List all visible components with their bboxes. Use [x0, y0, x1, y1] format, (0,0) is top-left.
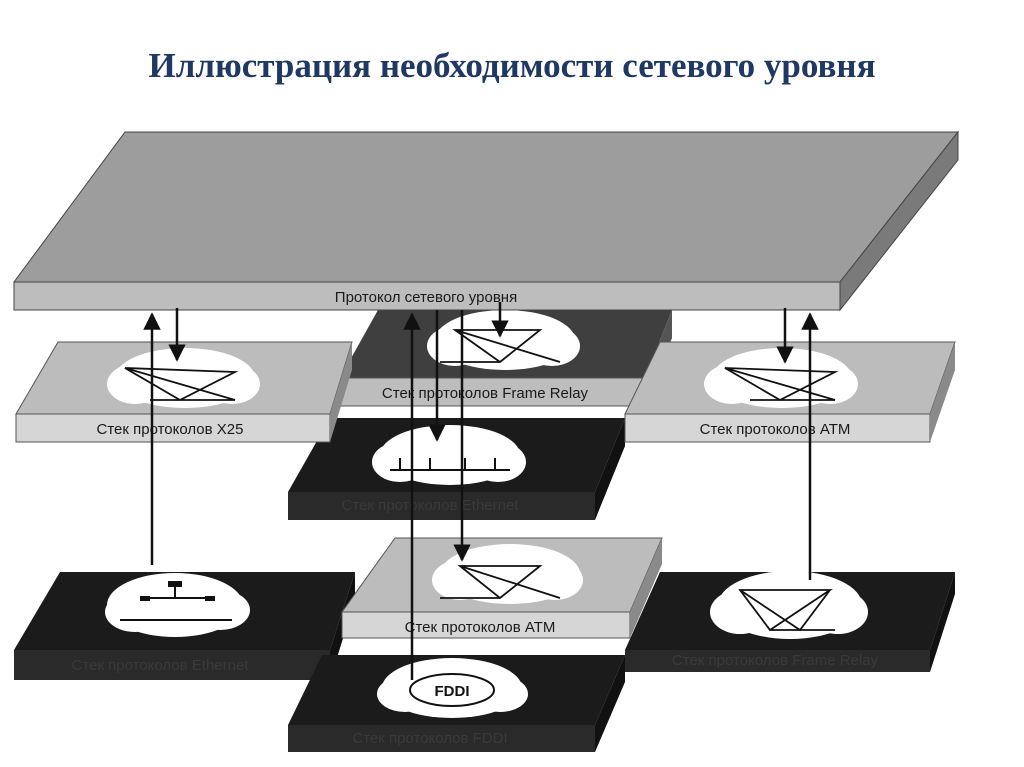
atm-top-label: Стек протоколов АТМ: [700, 421, 851, 438]
network-layer-label: Протокол сетевого уровня: [335, 289, 517, 306]
frame-relay-top-cloud: [427, 310, 580, 370]
ethernet-bottom-stack: Стек протоколов Ethernet: [14, 572, 355, 680]
frame-relay-bottom-label: Стек протоколов Frame Relay: [672, 652, 879, 669]
atm-bottom-cloud: [432, 544, 583, 604]
atm-top-cloud: [704, 348, 858, 408]
x25-label: Стек протоколов X25: [97, 421, 244, 438]
ethernet-mid-stack: Стек протоколов Ethernet: [288, 418, 625, 520]
x25-cloud: [107, 348, 260, 408]
frame-relay-bottom-stack: Стек протоколов Frame Relay: [625, 571, 955, 672]
frame-relay-bottom-cloud: [710, 571, 868, 639]
protocol-arrows: [143, 302, 819, 680]
atm-top-stack: Стек протоколов АТМ: [624, 341, 956, 443]
ethernet-bottom-label: Стек протоколов Ethernet: [72, 657, 250, 674]
atm-bottom-label: Стек протоколов АТМ: [405, 619, 556, 636]
ethernet-mid-label: Стек протоколов Ethernet: [342, 497, 520, 514]
atm-bottom-stack: Стек протоколов АТМ: [341, 537, 663, 639]
frame-relay-top-label: Стек протоколов Frame Relay: [382, 385, 589, 402]
frame-relay-top-stack: Стек протоколов Frame Relay: [339, 310, 672, 407]
ethernet-bus-cloud: [105, 573, 250, 637]
x25-stack: Стек протоколов X25: [15, 341, 353, 443]
fddi-ring-label: FDDI: [435, 683, 470, 700]
fddi-cloud: FDDI: [377, 658, 528, 718]
slide-title: Иллюстрация необходимости сетевого уровн…: [148, 46, 876, 85]
ethernet-mid-cloud: [372, 425, 526, 485]
network-layer-slab: Протокол сетевого уровня: [13, 130, 960, 312]
fddi-stack-label: Стек протоколов FDDI: [352, 730, 507, 747]
fddi-stack: FDDI Стек протоколов FDDI: [288, 655, 625, 752]
